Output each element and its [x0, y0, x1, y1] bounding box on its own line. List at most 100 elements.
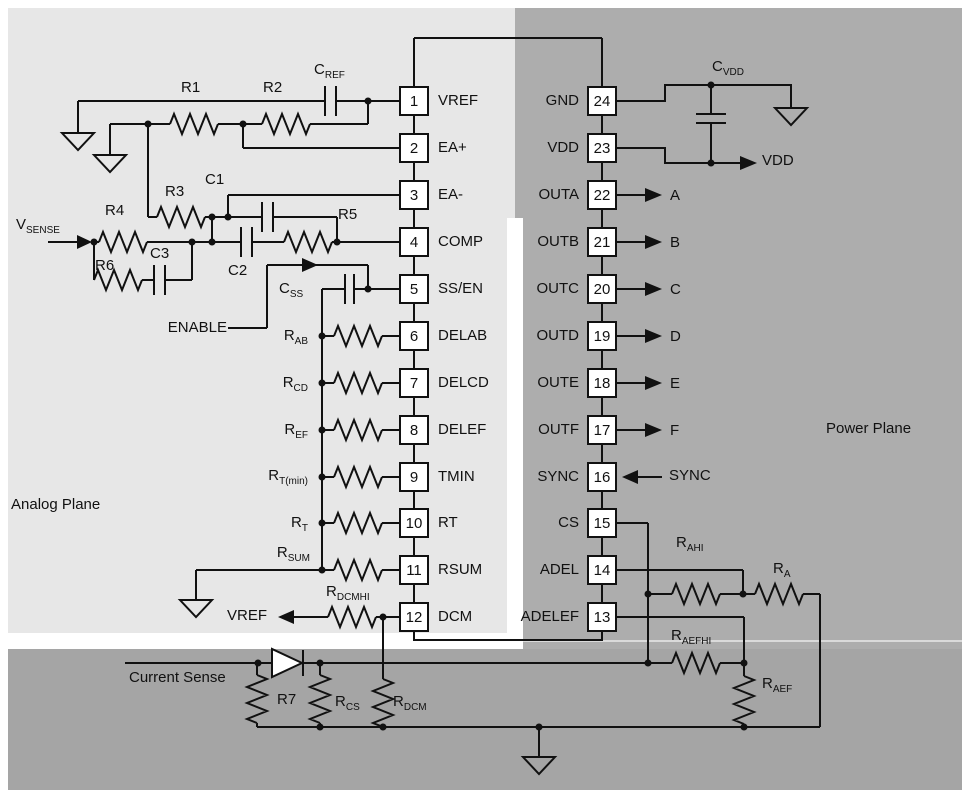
label-analog-plane: Analog Plane: [11, 496, 101, 513]
pin-name-rsum: RSUM: [438, 561, 483, 578]
pin-box-10: 10: [399, 508, 429, 538]
label-raefhi: RAEFHI: [671, 627, 712, 647]
label-r3: R3: [165, 183, 185, 200]
pin-box-20: 20: [587, 274, 617, 304]
pin-box-17: 17: [587, 415, 617, 445]
pin-box-19: 19: [587, 321, 617, 351]
pin-name-adel: ADEL: [539, 561, 579, 578]
pin-number: 13: [593, 608, 611, 626]
label-rtmin: RT(min): [268, 467, 308, 487]
label-rdcm: RDCM: [393, 693, 427, 713]
label-out-b: B: [670, 234, 681, 251]
pin-box-23: 23: [587, 133, 617, 163]
analog-plane-region-top: [507, 8, 515, 218]
pin-name-vdd: VDD: [547, 139, 579, 156]
label-r7: R7: [277, 691, 297, 708]
pin-name-delcd: DELCD: [438, 374, 489, 391]
pin-number: 24: [593, 92, 611, 110]
pin-number: 2: [409, 139, 419, 157]
pin-number: 18: [593, 374, 611, 392]
pin-name-delef: DELEF: [438, 421, 487, 438]
label-rcs: RCS: [335, 693, 360, 713]
label-r4: R4: [105, 202, 125, 219]
pin-name-outb: OUTB: [537, 233, 579, 250]
pin-box-4: 4: [399, 227, 429, 257]
pin-number: 1: [409, 92, 419, 110]
pin-box-21: 21: [587, 227, 617, 257]
pin-number: 4: [409, 233, 419, 251]
label-rdcmhi: RDCMHI: [326, 583, 370, 603]
pin-name-oute: OUTE: [537, 374, 579, 391]
label-r2: R2: [263, 79, 283, 96]
label-out-c: C: [670, 281, 681, 298]
pin-name-delab: DELAB: [438, 327, 488, 344]
label-c1: C1: [205, 171, 225, 188]
label-vdd-net: VDD: [762, 152, 794, 169]
label-r5: R5: [338, 206, 358, 223]
label-rcd: RCD: [282, 374, 308, 394]
label-css: CSS: [279, 280, 304, 300]
pin-box-3: 3: [399, 180, 429, 210]
label-out-d: D: [670, 328, 681, 345]
label-vsense: VSENSE: [16, 216, 60, 236]
label-r6: R6: [95, 257, 115, 274]
label-out-a: A: [670, 187, 681, 204]
pin-box-16: 16: [587, 462, 617, 492]
ground-symbol-icons: [59, 107, 810, 776]
pin-name-rt: RT: [438, 514, 458, 531]
pin-name-dcm: DCM: [438, 608, 473, 625]
pin-box-11: 11: [399, 555, 429, 585]
label-ref: REF: [284, 421, 308, 441]
pin-box-8: 8: [399, 415, 429, 445]
pin-box-14: 14: [587, 555, 617, 585]
capacitor-plates: [153, 86, 355, 304]
label-enable: ENABLE: [167, 319, 227, 336]
pin-number: 3: [409, 186, 419, 204]
current-sense-band-region: [8, 649, 962, 790]
pin-box-24: 24: [587, 86, 617, 116]
wire-segments: [48, 37, 821, 757]
pin-name-vref: VREF: [438, 92, 479, 109]
pin-box-22: 22: [587, 180, 617, 210]
pin-box-7: 7: [399, 368, 429, 398]
pin-number: 9: [409, 468, 419, 486]
pin-box-13: 13: [587, 602, 617, 632]
pin-box-2: 2: [399, 133, 429, 163]
pin-number: 5: [409, 280, 419, 298]
label-ra: RA: [773, 560, 791, 580]
label-c2: C2: [228, 262, 248, 279]
label-cref: CREF: [314, 61, 345, 81]
label-r1: R1: [181, 79, 201, 96]
pin-name-outd: OUTD: [536, 327, 580, 344]
diode-icon: [271, 647, 305, 679]
pin-name-eap: EA+: [438, 139, 467, 156]
junction-dots: [90, 81, 748, 731]
pin-number: 7: [409, 374, 419, 392]
plane-divider-line: [508, 640, 962, 642]
label-vref-net: VREF: [226, 607, 267, 624]
label-out-f: F: [670, 422, 680, 439]
label-current-sense: Current Sense: [129, 669, 226, 686]
pin-number: 14: [593, 561, 611, 579]
pin-number: 17: [593, 421, 611, 439]
pin-name-outa: OUTA: [538, 186, 579, 203]
pin-number: 8: [409, 421, 419, 439]
label-c3: C3: [150, 245, 170, 262]
pin-name-comp: COMP: [438, 233, 483, 250]
pin-number: 20: [593, 280, 611, 298]
pin-number: 12: [405, 608, 423, 626]
pin-box-9: 9: [399, 462, 429, 492]
pin-name-eam: EA-: [438, 186, 464, 203]
pin-box-1: 1: [399, 86, 429, 116]
pin-name-outc: OUTC: [536, 280, 580, 297]
pin-name-tmin: TMIN: [438, 468, 475, 485]
pin-number: 16: [593, 468, 611, 486]
pin-number: 22: [593, 186, 611, 204]
pin-name-adelef: ADELEF: [520, 608, 579, 625]
label-sync-net: SYNC: [669, 467, 711, 484]
label-cvdd: CVDD: [712, 58, 744, 78]
label-rab: RAB: [283, 327, 308, 347]
pin-box-15: 15: [587, 508, 617, 538]
label-rt: RT: [291, 514, 308, 534]
